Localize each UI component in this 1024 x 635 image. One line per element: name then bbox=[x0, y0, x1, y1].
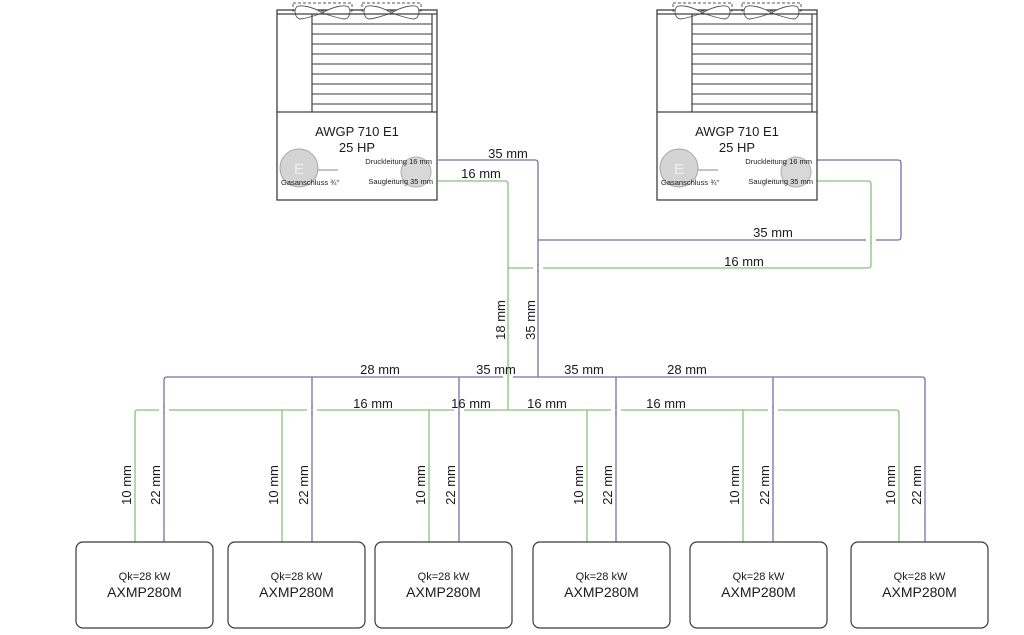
label-gas-branch: 22 mm bbox=[600, 465, 615, 505]
label-gas-header: 28 mm bbox=[667, 362, 707, 377]
indoor-unit-model: AXMP280M bbox=[259, 584, 334, 600]
liquid-pipe-outdoor-2 bbox=[508, 180, 872, 269]
discharge-line-label: Druckleitung 16 mm bbox=[745, 157, 812, 166]
label-liquid-branch: 10 mm bbox=[883, 465, 898, 505]
pipe-labels: 35 mm 16 mm 35 mm 16 mm 18 mm 35 mm 28 m… bbox=[353, 146, 793, 411]
label-outdoor-1-gas: 35 mm bbox=[488, 146, 528, 161]
indoor-unit-box bbox=[689, 541, 828, 629]
gas-connection-letter: E bbox=[674, 161, 684, 178]
suction-line-label: Saugleitung 35 mm bbox=[368, 177, 433, 186]
discharge-line-label: Druckleitung 16 mm bbox=[365, 157, 432, 166]
label-outdoor-2-liquid: 16 mm bbox=[724, 254, 764, 269]
indoor-unit-model: AXMP280M bbox=[406, 584, 481, 600]
indoor-unit-capacity: Qk=28 kW bbox=[119, 571, 171, 583]
label-gas-branch: 22 mm bbox=[296, 465, 311, 505]
gas-connection-icon: E bbox=[279, 148, 338, 188]
label-liquid-header: 16 mm bbox=[353, 396, 393, 411]
gas-header bbox=[163, 376, 926, 542]
liquid-header bbox=[134, 409, 900, 542]
liquid-pipe-outdoor-1 bbox=[438, 180, 509, 410]
label-liquid-branch: 10 mm bbox=[413, 465, 428, 505]
label-gas-branch: 22 mm bbox=[443, 465, 458, 505]
liquid-pipes bbox=[134, 180, 900, 542]
indoor-unit-model: AXMP280M bbox=[107, 584, 182, 600]
gas-connection-label: Gasanschluss ¾" bbox=[661, 178, 719, 187]
pipe-connector-icon bbox=[400, 156, 432, 188]
label-liquid-header: 16 mm bbox=[451, 396, 491, 411]
outdoor-unit-capacity: 25 HP bbox=[339, 140, 375, 155]
indoor-unit-capacity: Qk=28 kW bbox=[894, 571, 946, 583]
indoor-unit-box bbox=[374, 541, 513, 629]
indoor-unit-model: AXMP280M bbox=[882, 584, 957, 600]
gas-pipes bbox=[163, 159, 926, 542]
label-liquid-header: 16 mm bbox=[646, 396, 686, 411]
label-outdoor-2-gas: 35 mm bbox=[753, 225, 793, 240]
indoor-unit-capacity: Qk=28 kW bbox=[576, 571, 628, 583]
label-liquid-header: 16 mm bbox=[527, 396, 567, 411]
label-gas-branch: 22 mm bbox=[909, 465, 924, 505]
label-outdoor-1-liquid: 16 mm bbox=[461, 166, 501, 181]
indoor-unit-box bbox=[532, 541, 671, 629]
indoor-unit-box bbox=[227, 541, 366, 629]
outdoor-unit-model: AWGP 710 E1 bbox=[695, 124, 779, 139]
label-liquid-branch: 10 mm bbox=[571, 465, 586, 505]
label-main-liquid-riser: 18 mm bbox=[493, 300, 508, 340]
indoor-unit-box bbox=[75, 541, 214, 629]
coil-louvers bbox=[692, 23, 812, 105]
gas-pipe-outdoor-1 bbox=[438, 159, 539, 377]
indoor-unit-capacity: Qk=28 kW bbox=[733, 571, 785, 583]
label-liquid-branch: 10 mm bbox=[266, 465, 281, 505]
label-gas-header: 35 mm bbox=[564, 362, 604, 377]
outdoor-unit-capacity: 25 HP bbox=[719, 140, 755, 155]
gas-connection-icon: E bbox=[659, 148, 718, 188]
indoor-unit-capacity: Qk=28 kW bbox=[418, 571, 470, 583]
suction-line-label: Saugleitung 35 mm bbox=[748, 177, 813, 186]
indoor-unit-box bbox=[850, 541, 989, 629]
gas-pipe-outdoor-2 bbox=[538, 159, 902, 241]
gas-connection-label: Gasanschluss ¾" bbox=[281, 178, 339, 187]
label-main-gas-riser: 35 mm bbox=[523, 300, 538, 340]
label-gas-branch: 22 mm bbox=[757, 465, 772, 505]
label-gas-branch: 22 mm bbox=[148, 465, 163, 505]
pipe-connector-icon bbox=[780, 156, 812, 188]
coil-louvers bbox=[312, 23, 432, 105]
pipe-crossings bbox=[159, 236, 876, 414]
label-liquid-branch: 10 mm bbox=[727, 465, 742, 505]
label-liquid-branch: 10 mm bbox=[119, 465, 134, 505]
indoor-unit-model: AXMP280M bbox=[721, 584, 796, 600]
gas-connection-letter: E bbox=[294, 161, 304, 178]
outdoor-unit-model: AWGP 710 E1 bbox=[315, 124, 399, 139]
indoor-unit-capacity: Qk=28 kW bbox=[271, 571, 323, 583]
label-gas-header: 28 mm bbox=[360, 362, 400, 377]
indoor-unit-model: AXMP280M bbox=[564, 584, 639, 600]
label-gas-header: 35 mm bbox=[476, 362, 516, 377]
